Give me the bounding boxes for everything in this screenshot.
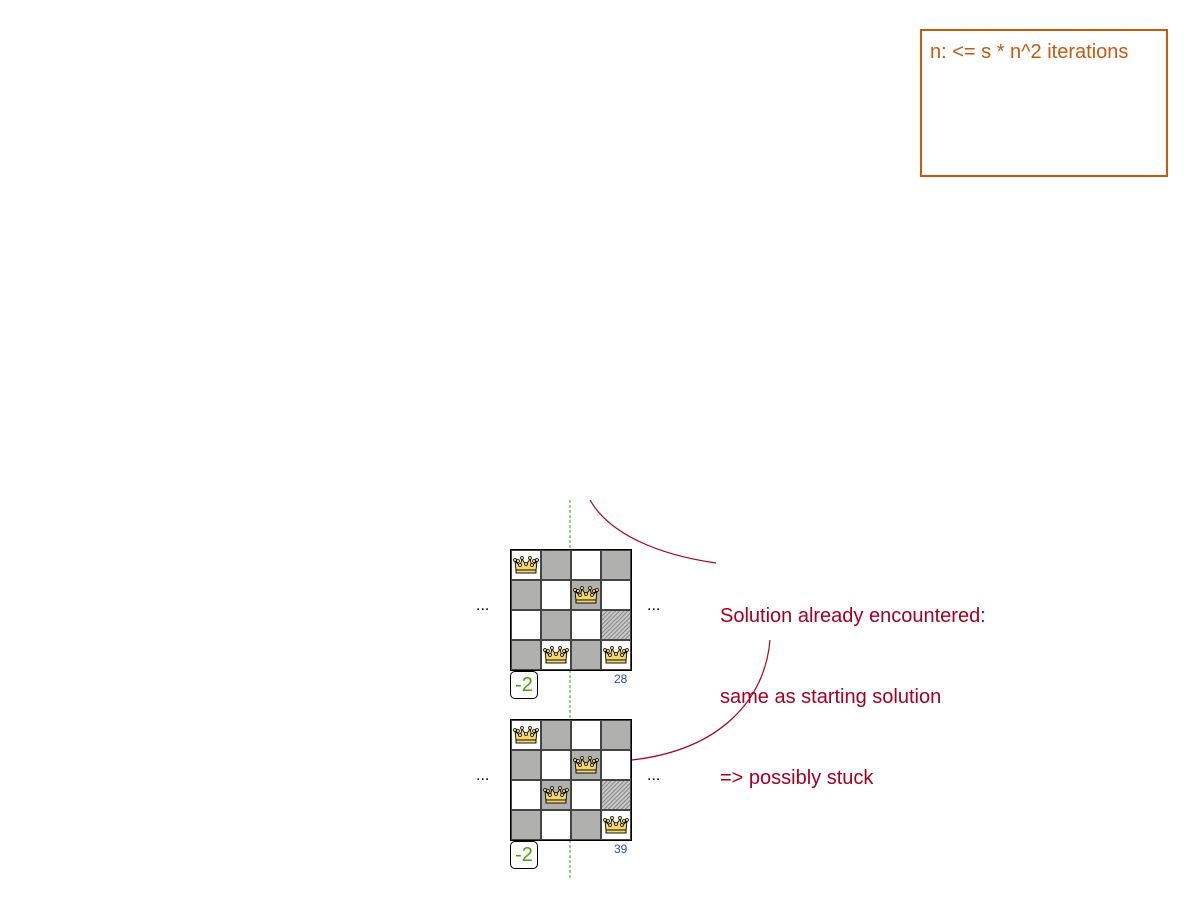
ellipsis-right-1: ... [647,597,661,614]
board-cell [541,640,571,670]
board-cell [601,720,631,750]
board-cell [571,580,601,610]
board-cell [541,550,571,580]
queen-icon [543,646,569,664]
queen-icon [543,786,569,804]
board-cell [541,580,571,610]
board-cell [601,810,631,840]
queen-icon [513,726,539,744]
board-cell [511,610,541,640]
iterations-note-text: n: <= s * n^2 iterations [930,41,1129,63]
callout-line-2: same as starting solution [720,686,942,708]
board-cell [511,720,541,750]
board-cell [511,640,541,670]
stuck-callout: Solution already encountered: same as st… [720,549,986,819]
board-cell [571,610,601,640]
queen-icon [603,816,629,834]
callout-connector-bottom [631,639,771,761]
board-cell [511,750,541,780]
callout-line-3: => possibly stuck [720,767,874,789]
board-cell [511,550,541,580]
board-cell [571,720,601,750]
queen-icon [513,556,539,574]
board-cell [541,810,571,840]
queen-icon [573,586,599,604]
board-cell [511,580,541,610]
board-cell [601,750,631,780]
board-cell [601,550,631,580]
board-cell [571,750,601,780]
ellipsis-left-2: ... [476,767,490,784]
board-cell [571,810,601,840]
board-cell [571,550,601,580]
iterations-note-box: n: <= s * n^2 iterations [920,29,1168,177]
callout-connector-top [589,499,717,564]
board-cell [601,580,631,610]
board-step-39 [510,719,632,841]
board-cell [601,610,631,640]
board-cell [601,640,631,670]
step-number: 39 [614,842,628,856]
board-cell [571,640,601,670]
ellipsis-left-1: ... [476,597,490,614]
board-step-28 [510,549,632,671]
board-cell [511,780,541,810]
score-badge: -2 [510,671,538,699]
callout-line-1: Solution already encountered: [720,605,986,627]
score-badge: -2 [510,841,538,869]
ellipsis-right-2: ... [647,767,661,784]
board-cell [541,610,571,640]
board-cell [571,780,601,810]
queen-icon [573,756,599,774]
board-cell [541,750,571,780]
step-number: 28 [614,672,628,686]
board-cell [511,810,541,840]
queen-icon [603,646,629,664]
board-cell [541,720,571,750]
board-cell [541,780,571,810]
board-cell [601,780,631,810]
